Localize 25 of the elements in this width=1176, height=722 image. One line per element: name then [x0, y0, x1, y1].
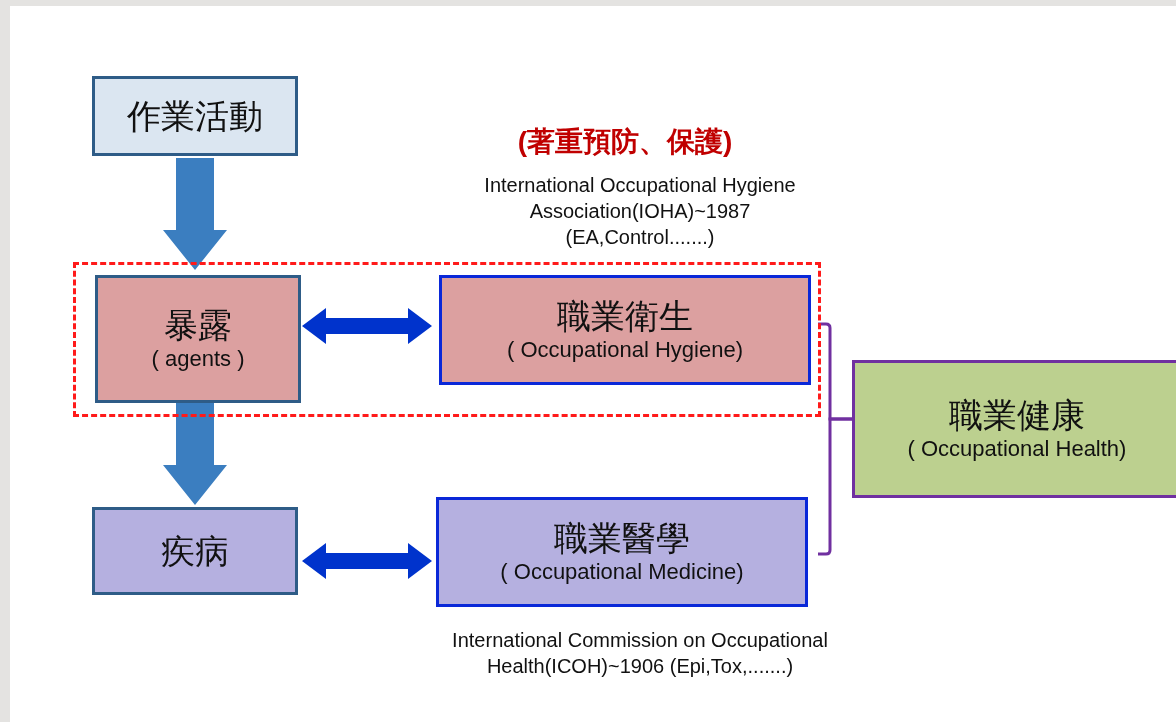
- block-arrow: [163, 158, 227, 270]
- box-title: 職業衛生: [557, 296, 693, 336]
- block-arrow: [302, 308, 432, 344]
- dashed-group-frame: [73, 262, 821, 417]
- box-subtitle: ( Occupational Medicine): [500, 558, 744, 586]
- process-box: [852, 360, 1176, 498]
- block-arrow: [163, 402, 227, 505]
- process-box: [92, 76, 298, 156]
- heading-note: (著重預防、保護): [516, 125, 734, 159]
- caption-text: International Commission on Occupational Health(ICOH)~1906 (Epi,Tox,.......): [451, 628, 829, 679]
- box-subtitle: ( agents ): [151, 345, 245, 373]
- process-box: [95, 275, 301, 403]
- bracket-connector: [818, 417, 852, 556]
- caption-text: International Occupational Hygiene Association(IOHA)~1987 (EA,Control.......): [483, 173, 797, 250]
- box-title: 職業醫學: [554, 518, 690, 558]
- process-box: [436, 497, 808, 607]
- process-box: [439, 275, 811, 385]
- box-title: 作業活動: [127, 96, 263, 136]
- box-subtitle: ( Occupational Health): [907, 435, 1127, 463]
- block-arrow: [302, 543, 432, 579]
- box-title: 暴露: [164, 305, 232, 345]
- process-box: [92, 507, 298, 595]
- box-subtitle: ( Occupational Hygiene): [507, 336, 743, 364]
- box-title: 疾病: [161, 531, 229, 571]
- box-title: 職業健康: [949, 395, 1085, 435]
